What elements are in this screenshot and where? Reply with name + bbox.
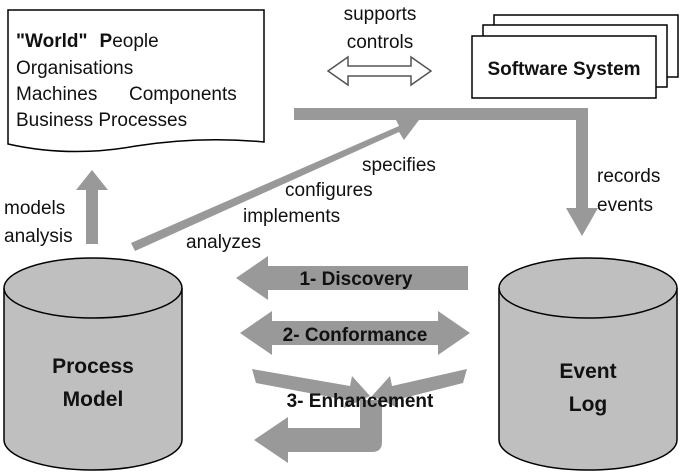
enhancement-arrow: 3- Enhancement — [252, 369, 467, 463]
people-initial: P — [100, 31, 113, 52]
up-arrow-icon — [76, 170, 108, 244]
enhancement-right-branch — [372, 369, 467, 408]
software-system-stack: Software System — [471, 14, 679, 99]
diagonal-arrow-icon — [131, 116, 419, 251]
conformance-arrow-icon — [240, 311, 470, 355]
world-keyword: "World" — [16, 31, 88, 52]
event-log-cylinder: Event Log — [498, 257, 678, 471]
enhancement-left-branch — [252, 369, 370, 408]
world-line-3b: Components — [129, 84, 237, 105]
supports-controls-arrow: supports controls — [326, 4, 433, 87]
process-model-top — [3, 257, 183, 319]
process-model-cylinder: Process Model — [3, 257, 183, 471]
models-label: models — [4, 198, 65, 219]
people-rest: eople — [112, 31, 159, 52]
log-label: Log — [569, 393, 607, 416]
event-log-body — [498, 288, 678, 471]
discovery-arrow: 1- Discovery — [236, 256, 468, 300]
world-line-4: Business Processes — [16, 110, 187, 131]
records-events-arrow: records events — [294, 108, 660, 236]
models-analysis-arrow: models analysis — [4, 170, 108, 247]
software-system-label: Software System — [487, 59, 640, 80]
world-box-shape — [7, 9, 265, 153]
software-page-front — [471, 35, 657, 99]
event-label: Event — [559, 360, 616, 383]
process-label: Process — [52, 355, 134, 378]
records-label: records — [597, 166, 660, 187]
world-line-3a: Machines — [16, 84, 97, 105]
discovery-label: 1- Discovery — [299, 269, 412, 290]
analysis-label: analysis — [4, 226, 73, 247]
implements-label: implements — [243, 206, 340, 227]
world-line-1: "World" People — [16, 31, 159, 52]
enhancement-label: 3- Enhancement — [287, 391, 434, 412]
process-model-body — [3, 288, 183, 471]
conformance-arrow: 2- Conformance — [240, 311, 470, 355]
events-label: events — [597, 195, 653, 216]
conformance-label: 2- Conformance — [283, 325, 428, 346]
supports-label: supports — [344, 4, 417, 25]
world-line-2: Organisations — [16, 58, 133, 79]
analyzes-label: analyzes — [186, 232, 261, 253]
diagonal-arrow: specifies configures implements analyzes — [131, 116, 436, 253]
specifies-label: specifies — [362, 155, 436, 176]
enhancement-down-arrow — [254, 400, 382, 463]
model-label: Model — [63, 388, 124, 411]
world-box: "World" People Organisations Machines Com… — [7, 9, 265, 153]
event-log-top — [498, 257, 678, 319]
double-arrow-icon — [326, 55, 433, 87]
controls-label: controls — [347, 32, 414, 53]
discovery-arrow-icon — [236, 256, 468, 300]
configures-label: configures — [285, 180, 373, 201]
